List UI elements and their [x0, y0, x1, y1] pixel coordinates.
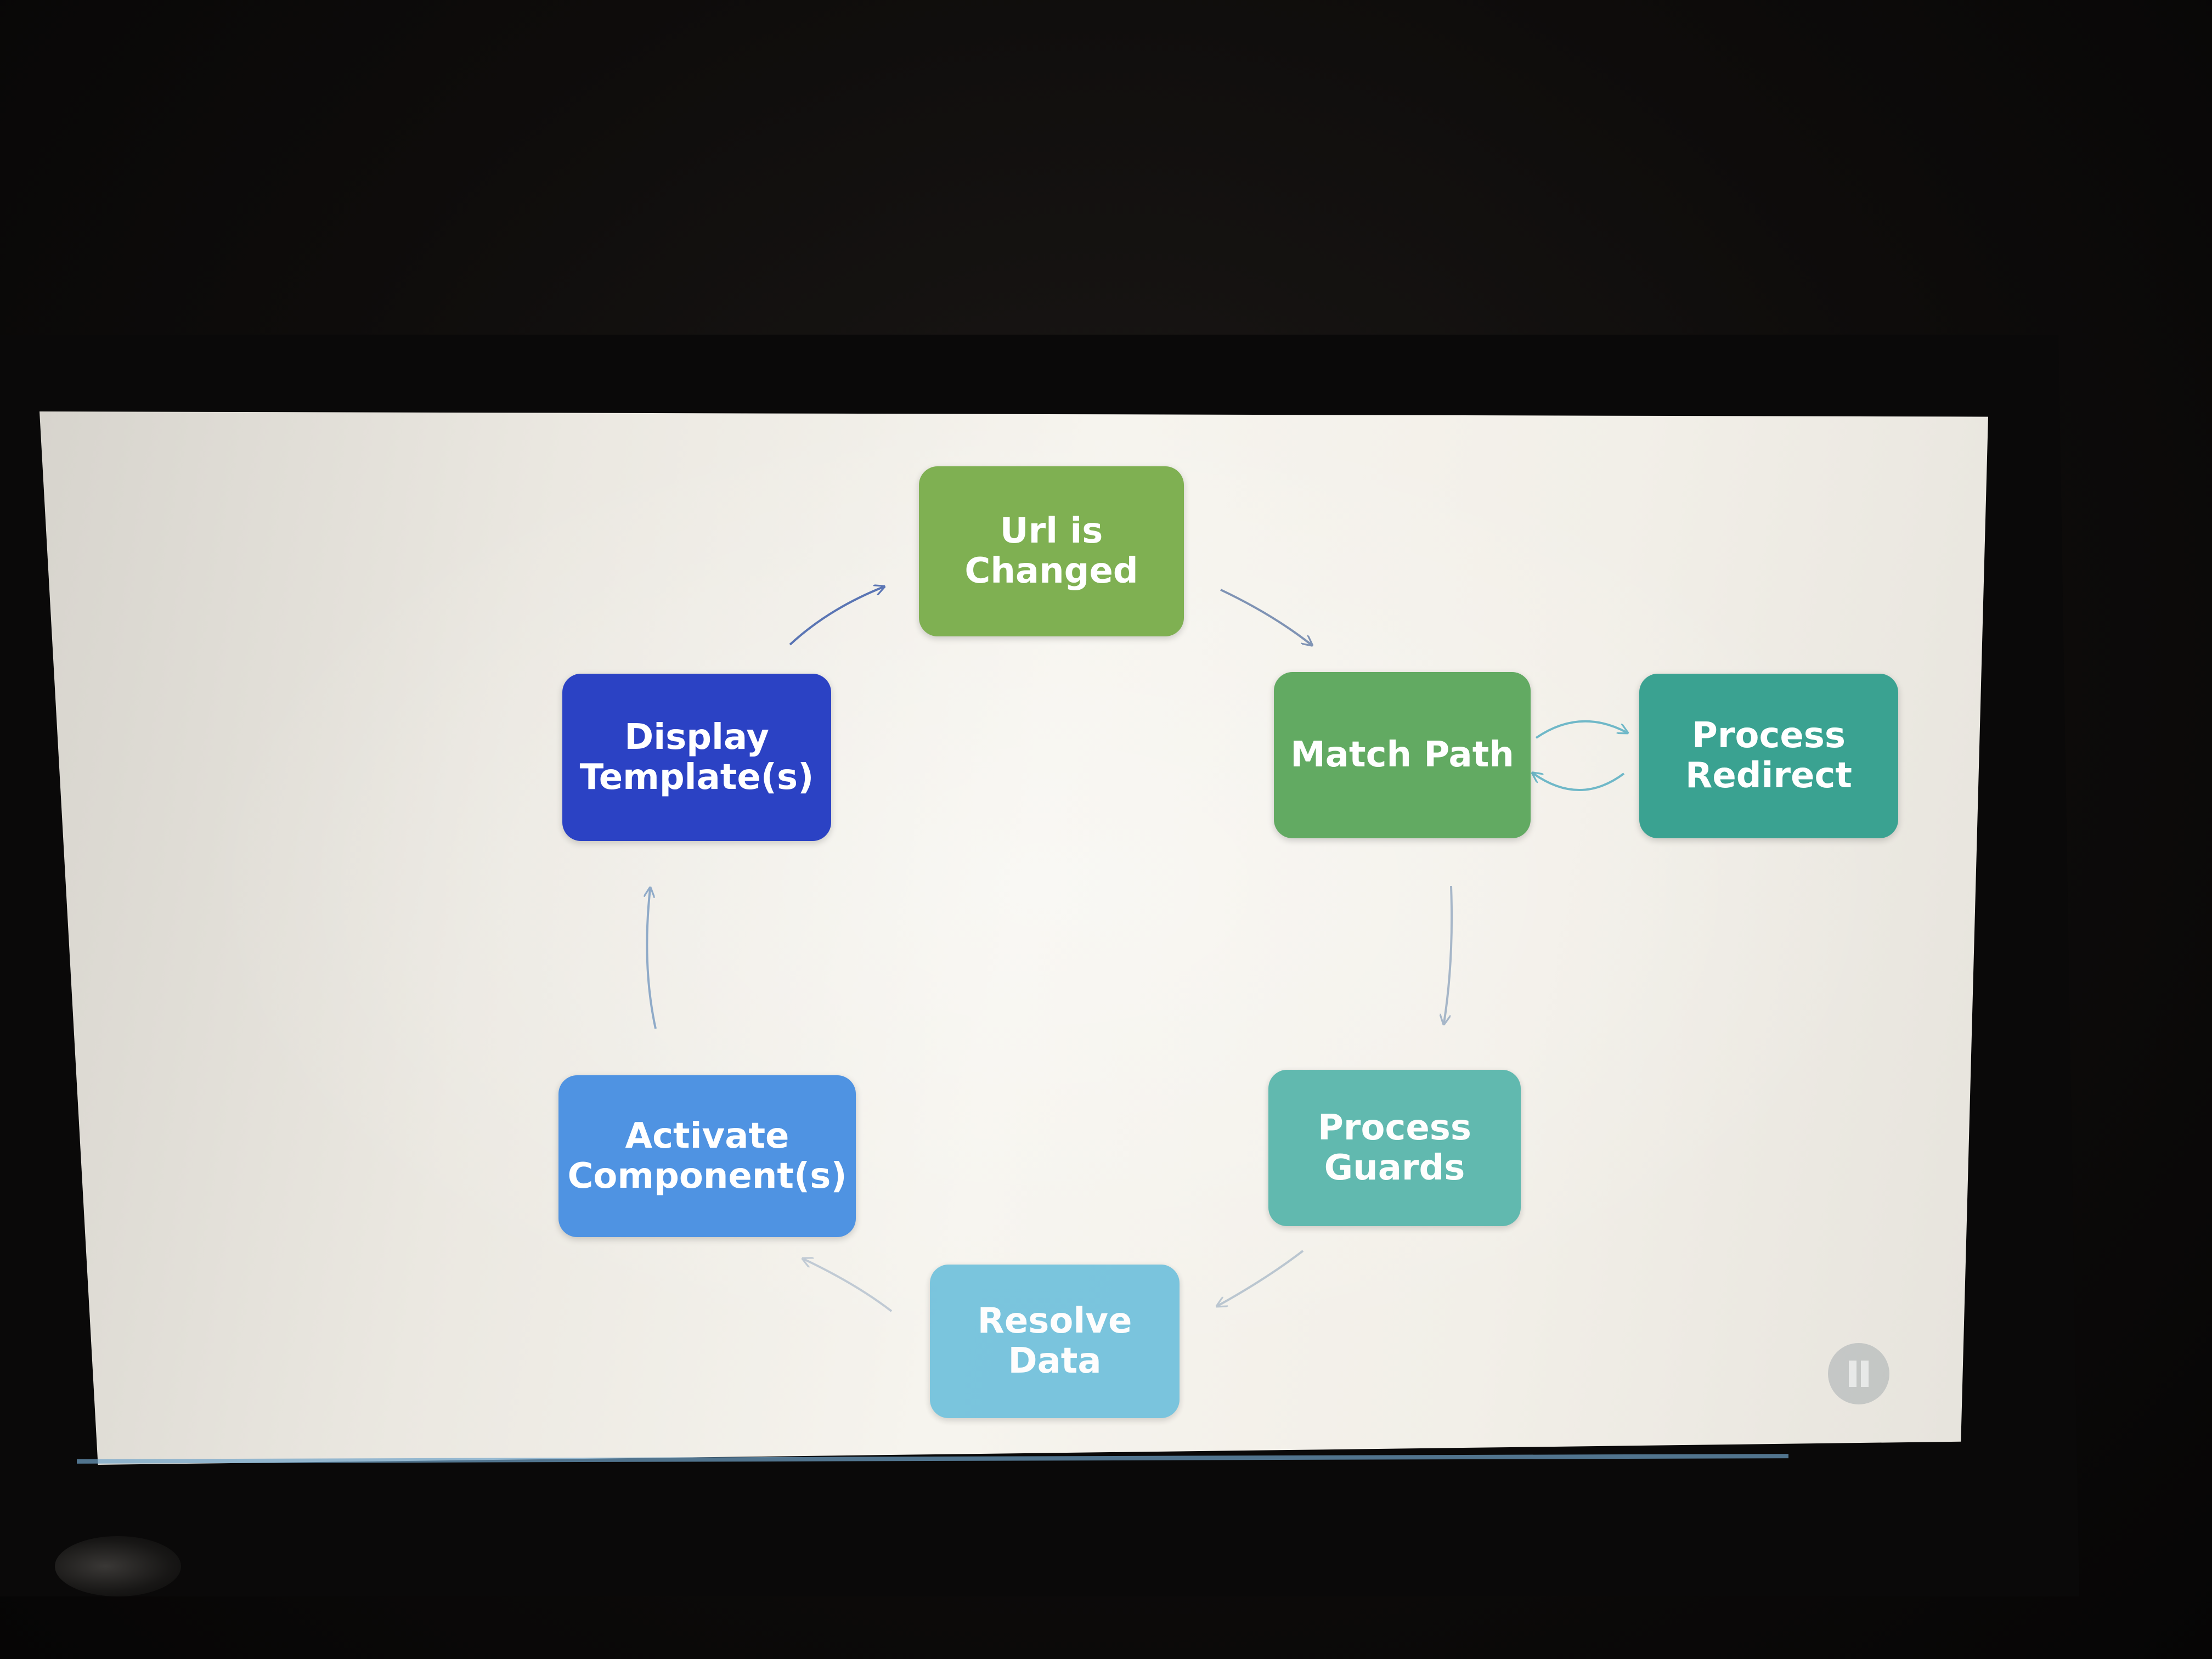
node-resolve-data: Resolve Data	[930, 1265, 1180, 1418]
arrow-match-to-redirect	[1535, 720, 1627, 739]
arrow-match-to-guards	[1444, 885, 1453, 1023]
arrow-display-to-url	[789, 587, 883, 646]
node-process-guards: Process Guards	[1268, 1070, 1521, 1226]
node-label: Process Redirect	[1685, 715, 1852, 796]
node-label: Display Template(s)	[579, 716, 814, 798]
node-label: Activate Component(s)	[567, 1115, 847, 1197]
node-label: Match Path	[1290, 735, 1514, 776]
arrow-url-to-match	[1220, 589, 1311, 645]
node-label: Url is Changed	[964, 511, 1138, 591]
node-match-path: Match Path	[1274, 672, 1531, 838]
arrow-redirect-to-match	[1533, 774, 1625, 791]
node-label: Resolve Data	[977, 1301, 1132, 1381]
node-url-is-changed: Url is Changed	[919, 466, 1184, 636]
node-activate-components: Activate Component(s)	[558, 1075, 856, 1237]
node-label: Process Guards	[1318, 1107, 1471, 1188]
node-process-redirect: Process Redirect	[1639, 674, 1898, 838]
arrow-resolve-to-activate	[804, 1259, 893, 1312]
pause-icon[interactable]	[1828, 1343, 1889, 1404]
arrow-activate-to-display	[647, 889, 657, 1029]
webcam-reflection	[55, 1536, 181, 1596]
arrow-guards-to-resolve	[1218, 1250, 1304, 1306]
node-display-templates: Display Template(s)	[562, 674, 831, 841]
